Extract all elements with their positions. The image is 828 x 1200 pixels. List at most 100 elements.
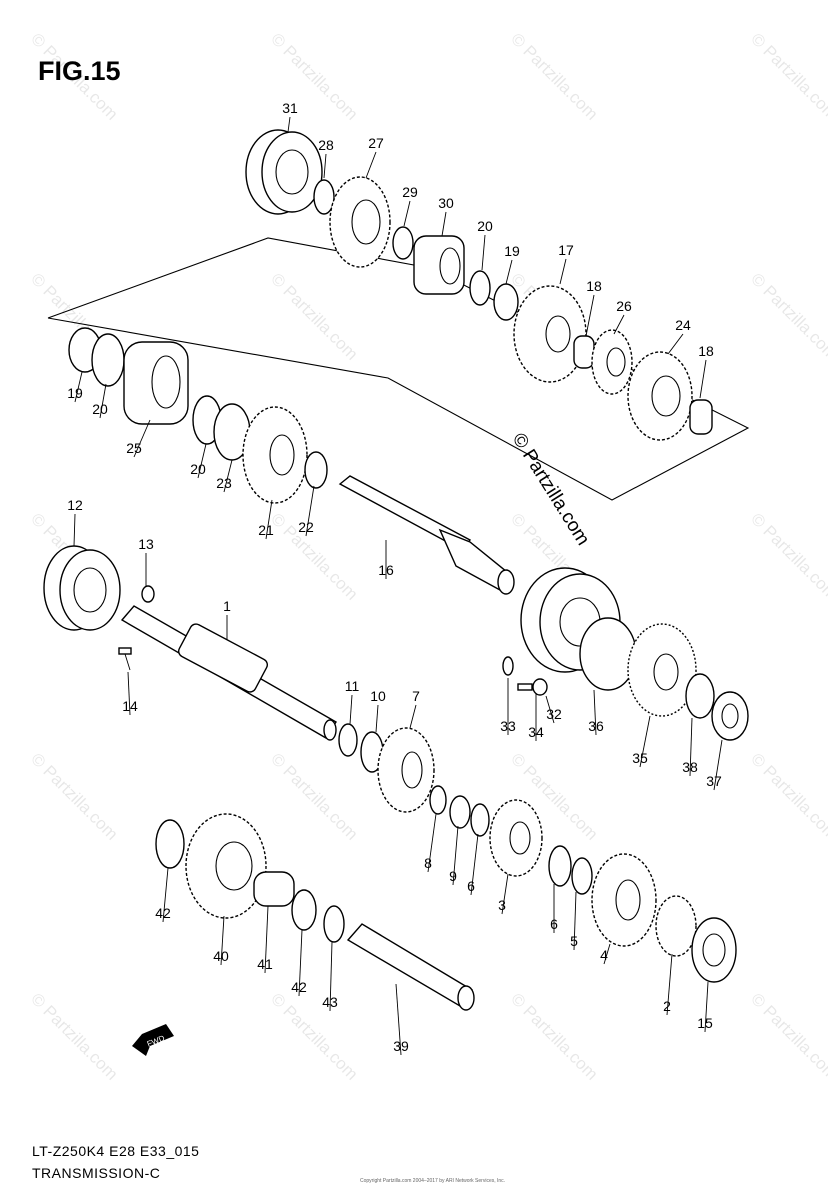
leader-line — [603, 943, 611, 965]
callout-10: 10 — [370, 688, 386, 704]
watermark-text: © Partzilla.com — [267, 509, 361, 603]
leader-line — [613, 314, 625, 335]
part-9-washer — [449, 795, 471, 829]
callout-33: 33 — [500, 718, 516, 734]
leader-line — [323, 153, 327, 179]
diagram-name: TRANSMISSION-C — [32, 1165, 161, 1181]
part-6b-circlip — [548, 845, 572, 887]
callout-12: 12 — [67, 497, 83, 513]
callout-3: 3 — [498, 897, 506, 913]
part-16-shaft — [338, 475, 515, 595]
leader-line — [689, 717, 693, 777]
part-22-bushing — [304, 451, 328, 489]
leader-line — [329, 941, 333, 1012]
leader-line — [365, 151, 377, 179]
part-37-bearing — [711, 691, 749, 741]
diagram-code: LT-Z250K4 E28 E33_015 — [32, 1143, 200, 1159]
part-30-bushing — [413, 235, 465, 295]
callout-16: 16 — [378, 562, 394, 578]
part-36-washer — [579, 617, 637, 691]
leader-line — [545, 695, 555, 724]
watermark-text: © Partzilla.com — [267, 269, 361, 363]
watermark-text: © Partzilla.com — [267, 989, 361, 1083]
leader-line — [298, 929, 303, 997]
leader-line — [699, 359, 707, 399]
leader-line — [666, 953, 673, 1016]
assembly-outline — [47, 237, 750, 501]
part-42-washer — [155, 819, 185, 869]
part-38-washer — [685, 673, 715, 719]
watermark-text: © Partzilla.com — [747, 989, 828, 1083]
part-41-bushing — [253, 871, 295, 907]
part-14-screw — [118, 647, 132, 671]
callout-13: 13 — [138, 536, 154, 552]
callout-30: 30 — [438, 195, 454, 211]
part-33-washer — [502, 656, 514, 676]
leader-line — [713, 739, 723, 791]
watermark-text: © Partzilla.com — [747, 269, 828, 363]
callout-19: 19 — [504, 243, 520, 259]
part-8-bushing — [429, 785, 447, 815]
part-35-bevel-gear — [627, 623, 697, 717]
part-28-washer — [313, 179, 335, 215]
leader-line — [441, 211, 447, 237]
leader-line — [265, 499, 273, 540]
leader-line — [133, 419, 151, 458]
callout-20: 20 — [92, 401, 108, 417]
leader-line — [99, 383, 107, 419]
part-34-bolt — [517, 678, 548, 696]
leader-line — [375, 704, 379, 733]
leader-line — [704, 981, 709, 1033]
callout-20: 20 — [477, 218, 493, 234]
leader-line — [73, 513, 76, 547]
part-2-gear — [655, 895, 697, 957]
copyright-notice: Copyright Partzilla.com 2004–2017 by ARI… — [360, 1178, 505, 1184]
leader-line — [264, 905, 269, 974]
watermark-text: © Partzilla.com — [27, 29, 121, 123]
part-42b-washer — [291, 889, 317, 931]
leader-line — [585, 294, 595, 337]
leader-line — [305, 485, 315, 537]
part-26-gear — [591, 329, 633, 395]
part-18-bushing — [573, 335, 595, 369]
watermark-text: © Partzilla.com — [507, 989, 601, 1083]
callout-4: 4 — [600, 947, 608, 963]
part-11-washer — [338, 723, 358, 757]
leader-line — [501, 873, 509, 915]
callout-29: 29 — [402, 184, 418, 200]
callout-41: 41 — [257, 956, 273, 972]
callout-21: 21 — [258, 522, 274, 538]
callout-18: 18 — [586, 278, 602, 294]
leader-line — [403, 200, 411, 227]
part-31-bearing — [245, 129, 323, 215]
watermark-text: © Partzilla.com — [27, 989, 121, 1083]
callout-22: 22 — [298, 519, 314, 535]
leader-line — [395, 983, 402, 1056]
leader-line — [409, 704, 417, 729]
callout-15: 15 — [697, 1015, 713, 1031]
callout-17: 17 — [558, 242, 574, 258]
leader-line — [481, 234, 486, 271]
part-18b-bushing — [689, 399, 713, 435]
leader-line — [470, 833, 479, 896]
callout-20: 20 — [190, 461, 206, 477]
watermark-text: © Partzilla.com — [747, 509, 828, 603]
leader-line — [573, 891, 577, 951]
callout-39: 39 — [393, 1038, 409, 1054]
leader-line — [427, 813, 437, 873]
part-40-gear — [185, 813, 267, 919]
part-3-gear — [489, 799, 543, 877]
leader-line — [667, 333, 684, 355]
part-15-bearing — [691, 917, 737, 983]
callout-18: 18 — [698, 343, 714, 359]
callout-1: 1 — [223, 598, 231, 614]
callout-42: 42 — [291, 979, 307, 995]
callout-6: 6 — [550, 916, 558, 932]
callout-34: 34 — [528, 724, 544, 740]
callout-27: 27 — [368, 135, 384, 151]
watermark-text: © Partzilla.com — [747, 29, 828, 123]
callout-8: 8 — [424, 855, 432, 871]
callout-31: 31 — [282, 100, 298, 116]
